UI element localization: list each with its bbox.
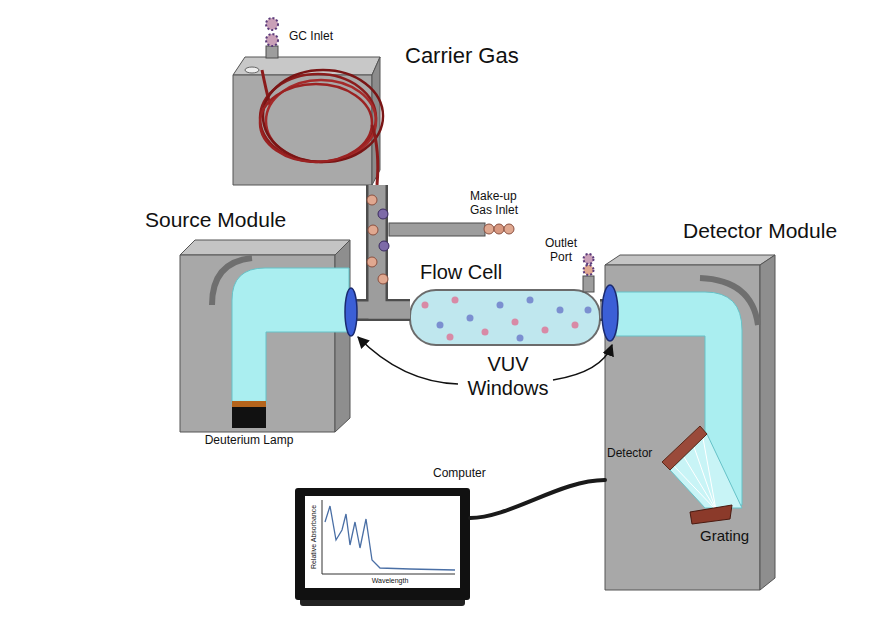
gas-pipe: [350, 299, 410, 321]
deuterium-lamp: [232, 407, 266, 428]
makeup-tube: [389, 223, 485, 236]
deuterium-lamp: Deuterium Lamp: [232, 404, 266, 428]
mirror: [212, 258, 252, 305]
inlet-hole: [245, 67, 259, 73]
part-label: Detector: [607, 446, 652, 460]
leader-line: [358, 337, 458, 384]
source-module: Source ModuleDeuterium Lamp: [180, 240, 350, 432]
outlet-fitting: [584, 265, 594, 275]
analyte-dot: [437, 322, 444, 329]
data-cable: [470, 480, 605, 518]
mirror: [700, 278, 758, 325]
ray: [703, 438, 716, 510]
analyte-dot: [467, 315, 474, 322]
flow-cell-tube: [410, 290, 600, 345]
computer-monitor: [295, 488, 470, 606]
box-top: [605, 255, 775, 265]
analyte-dot: [585, 307, 592, 314]
bead: [484, 224, 494, 234]
gas-pipe: [377, 185, 410, 310]
analyte-dot: [482, 329, 489, 336]
bead: [368, 225, 378, 235]
column-tube: [372, 125, 378, 185]
analyte-dot: [542, 327, 549, 334]
node-label: Carrier Gas: [405, 43, 519, 69]
analyte-dot: [527, 297, 534, 304]
gc-coil: [260, 84, 372, 162]
analyte-dot: [517, 335, 524, 342]
vuv-window: [602, 285, 618, 341]
window-label: VUV Windows: [462, 352, 554, 400]
outlet-stub: [583, 276, 594, 292]
axis-label: Wavelength: [372, 577, 409, 585]
bead: [378, 209, 388, 219]
box-top: [180, 240, 350, 255]
node-label: Computer: [433, 466, 486, 480]
box-front: [605, 265, 760, 590]
gas-pipe: [377, 185, 410, 310]
analyte-dot: [497, 302, 504, 309]
monitor-frame: [295, 488, 470, 600]
axis-label: Relative Absorbance: [310, 505, 318, 569]
detector-box: [605, 255, 775, 590]
inlet-label: GC Inlet: [289, 29, 333, 43]
bead: [367, 257, 377, 267]
bead: [378, 274, 388, 284]
light-beam: [232, 268, 349, 404]
lamp-cap: [232, 401, 266, 407]
gas-pipe: [350, 302, 410, 319]
analyte-dot: [452, 297, 459, 304]
source-box: [180, 240, 350, 432]
inlet-label: Make-up Gas Inlet: [470, 189, 530, 217]
node-label: Flow Cell: [420, 260, 502, 284]
pipe-outlines: [350, 185, 605, 310]
port-label: Outlet Port: [540, 236, 582, 264]
analyte-dot: [557, 307, 564, 314]
monitor-screen: [305, 496, 460, 588]
box-side: [760, 255, 775, 590]
part-label: Grating: [700, 527, 749, 545]
flow-cell: Flow Cell: [410, 290, 600, 345]
ray: [694, 447, 716, 510]
bead: [494, 224, 504, 234]
vuv-window: [345, 288, 357, 336]
analyte-dot: [572, 322, 579, 329]
cables: [470, 480, 605, 518]
detector-module: Detector Module: [605, 255, 775, 590]
detector-array: [662, 426, 707, 470]
node-label: Source Module: [145, 207, 286, 232]
analyte-dot: [512, 319, 519, 326]
gc-inlet-fitting: [266, 34, 278, 46]
node-label: Detector Module: [683, 218, 837, 243]
spectrum-trace: [325, 506, 455, 570]
plot-axes: [322, 500, 455, 574]
analyte-dot: [447, 334, 454, 341]
gc-inlet-fitting: [266, 18, 278, 30]
bead: [504, 224, 514, 234]
leader-line: [553, 345, 612, 380]
box-front: [233, 75, 372, 185]
node-label: Deuterium Lamp: [189, 433, 309, 447]
carrier-box: [233, 57, 383, 185]
grating: [690, 505, 732, 524]
carrier-gas-box: Carrier Gas: [233, 57, 380, 185]
pipe-fills: [350, 185, 605, 310]
bead: [379, 241, 389, 251]
analyte-dot: [422, 302, 429, 309]
flow-cell: [410, 290, 600, 345]
outlet-fitting: [584, 254, 594, 264]
bead: [367, 195, 377, 205]
gc-inlet-fitting: [266, 46, 278, 58]
